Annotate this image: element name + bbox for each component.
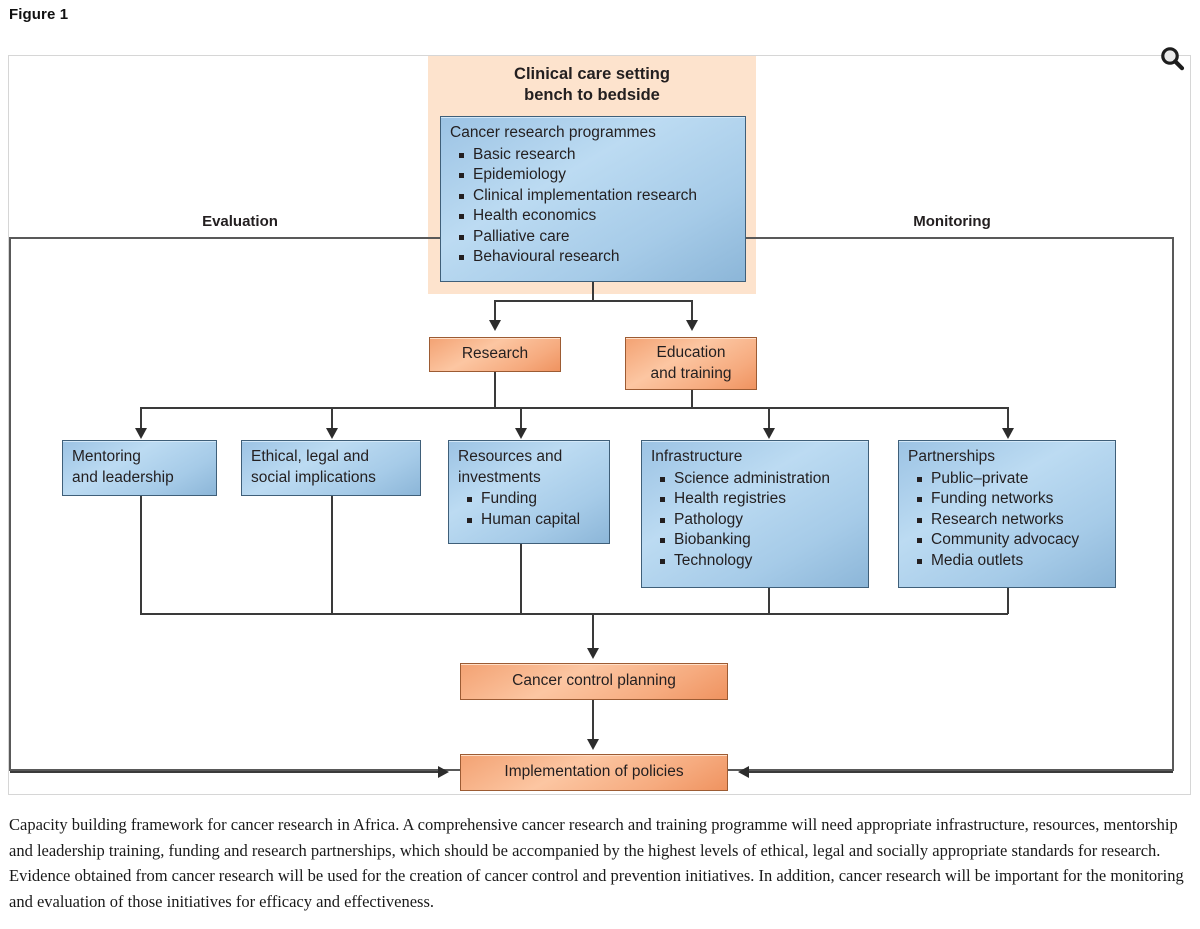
diagram: Clinical care setting bench to bedside E… bbox=[9, 56, 1174, 791]
node-title: Cancer control planning bbox=[512, 672, 676, 690]
node-title-line-2: investments bbox=[458, 468, 541, 486]
label-monitoring: Monitoring bbox=[862, 213, 1042, 230]
arrow-into-resources bbox=[515, 428, 527, 439]
arrow-into-ethical bbox=[326, 428, 338, 439]
node-education-and-training[interactable]: Education and training bbox=[625, 337, 757, 390]
arrow-evaluation-into-policies bbox=[438, 766, 449, 778]
list-item: Biobanking bbox=[660, 530, 859, 551]
arrow-into-partnerships bbox=[1002, 428, 1014, 439]
connector-education-down bbox=[691, 390, 693, 408]
connector-resources-down bbox=[520, 544, 522, 614]
node-title: Research bbox=[461, 345, 529, 363]
connector-merge-to-planning bbox=[592, 613, 594, 649]
list-item: Epidemiology bbox=[459, 165, 736, 186]
node-title-line-1: Education bbox=[656, 344, 726, 361]
magnifier-icon[interactable] bbox=[1157, 44, 1187, 74]
connector-research-down bbox=[494, 372, 496, 408]
node-title-line-2: and leadership bbox=[72, 468, 174, 486]
connector-infrastructure-down bbox=[768, 588, 770, 614]
connector-drop-resources bbox=[520, 407, 522, 429]
connector-drop-infrastructure bbox=[768, 407, 770, 429]
band-title-line-2: bench to bedside bbox=[524, 86, 660, 104]
list-item: Funding networks bbox=[917, 489, 1106, 510]
list-item: Technology bbox=[660, 551, 859, 572]
list-item: Pathology bbox=[660, 510, 859, 531]
node-title-line-1: Mentoring bbox=[72, 448, 141, 465]
arrow-into-mentoring bbox=[135, 428, 147, 439]
connector-split-bar-top bbox=[494, 300, 693, 302]
arrow-into-infrastructure bbox=[763, 428, 775, 439]
list-item: Clinical implementation research bbox=[459, 186, 736, 207]
list-item: Basic research bbox=[459, 145, 736, 166]
connector-evaluation-feedback bbox=[10, 771, 439, 773]
node-mentoring-and-leadership[interactable]: Mentoring and leadership bbox=[62, 440, 217, 496]
figure-caption: Capacity building framework for cancer r… bbox=[9, 815, 1184, 911]
connector-drop-mentoring bbox=[140, 407, 142, 429]
connector-monitoring-feedback bbox=[749, 771, 1173, 773]
connector-to-research bbox=[494, 300, 496, 321]
node-cancer-research-programmes[interactable]: Cancer research programmes Basic researc… bbox=[440, 116, 746, 282]
list-item: Research networks bbox=[917, 510, 1106, 531]
list-item: Health registries bbox=[660, 489, 859, 510]
list-item: Human capital bbox=[467, 510, 600, 531]
connector-mentoring-down bbox=[140, 496, 142, 614]
arrow-into-education bbox=[686, 320, 698, 331]
connector-drop-partnerships bbox=[1007, 407, 1009, 429]
label-evaluation: Evaluation bbox=[150, 213, 330, 230]
node-title-line-2: social implications bbox=[251, 468, 376, 486]
list-item: Palliative care bbox=[459, 227, 736, 248]
node-resources-and-investments[interactable]: Resources and investments Funding Human … bbox=[448, 440, 610, 544]
list-item: Community advocacy bbox=[917, 530, 1106, 551]
list-item: Science administration bbox=[660, 469, 859, 490]
node-title: Cancer research programmes bbox=[450, 124, 656, 141]
node-title: Partnerships bbox=[908, 448, 996, 465]
node-partnerships[interactable]: Partnerships Public–private Funding netw… bbox=[898, 440, 1116, 588]
list-item: Public–private bbox=[917, 469, 1106, 490]
node-title-line-2: and training bbox=[650, 364, 732, 382]
node-bullet-list: Basic research Epidemiology Clinical imp… bbox=[450, 145, 736, 268]
arrow-monitoring-into-policies bbox=[738, 766, 749, 778]
node-cancer-control-planning[interactable]: Cancer control planning bbox=[460, 663, 728, 700]
connector-merge-bar bbox=[140, 613, 1008, 615]
node-bullet-list: Funding Human capital bbox=[458, 489, 600, 530]
connector-drop-ethical bbox=[331, 407, 333, 429]
arrow-into-cancer-control-planning bbox=[587, 648, 599, 659]
node-bullet-list: Public–private Funding networks Research… bbox=[908, 469, 1106, 572]
node-title-line-1: Resources and bbox=[458, 448, 563, 465]
page-title: Figure 1 bbox=[9, 6, 69, 23]
node-infrastructure[interactable]: Infrastructure Science administration He… bbox=[641, 440, 869, 588]
node-title: Implementation of policies bbox=[504, 763, 684, 781]
node-title-line-1: Ethical, legal and bbox=[251, 448, 370, 465]
connector-fanout-bar bbox=[140, 407, 1008, 409]
arrow-into-implementation-of-policies bbox=[587, 739, 599, 750]
clinical-care-band-title: Clinical care setting bench to bedside bbox=[428, 64, 756, 106]
connector-to-education bbox=[691, 300, 693, 321]
node-ethical-legal-social[interactable]: Ethical, legal and social implications bbox=[241, 440, 421, 496]
connector-planning-to-policies bbox=[592, 700, 594, 740]
node-title: Infrastructure bbox=[651, 448, 743, 465]
band-title-line-1: Clinical care setting bbox=[514, 65, 670, 83]
connector-programmes-stem bbox=[592, 282, 594, 301]
node-implementation-of-policies[interactable]: Implementation of policies bbox=[460, 754, 728, 791]
node-research[interactable]: Research bbox=[429, 337, 561, 372]
list-item: Media outlets bbox=[917, 551, 1106, 572]
list-item: Funding bbox=[467, 489, 600, 510]
connector-ethical-down bbox=[331, 496, 333, 614]
arrow-into-research bbox=[489, 320, 501, 331]
connector-partnerships-down bbox=[1007, 588, 1009, 614]
list-item: Health economics bbox=[459, 206, 736, 227]
list-item: Behavioural research bbox=[459, 247, 736, 268]
node-bullet-list: Science administration Health registries… bbox=[651, 469, 859, 572]
